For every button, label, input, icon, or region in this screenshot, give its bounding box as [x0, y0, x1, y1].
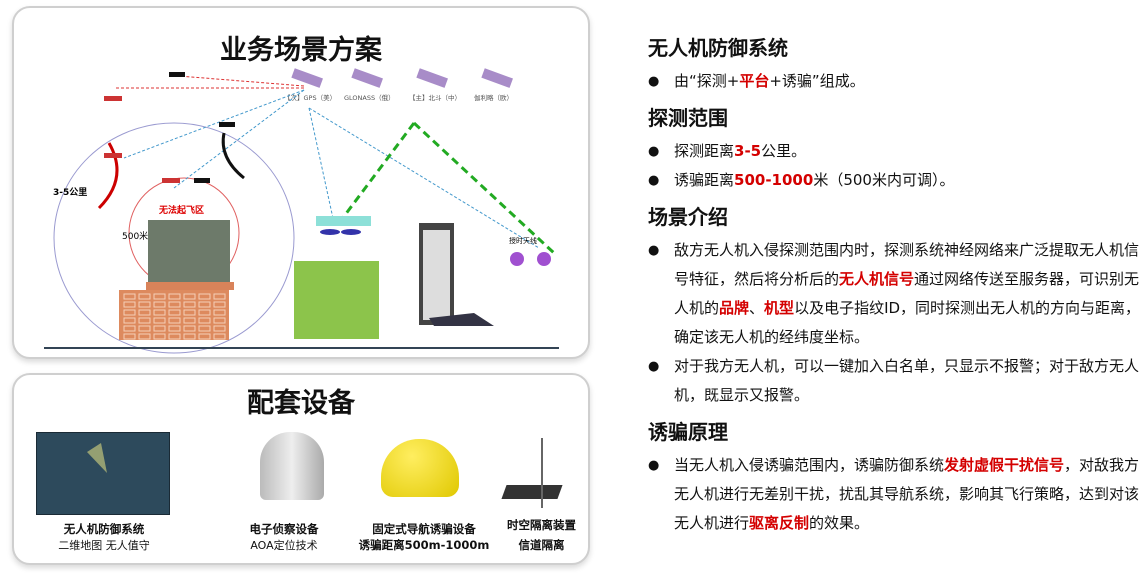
bullet-text: ，对敌我方无人机进行无差别干扰，扰乱其导航系统，影响其飞行策略，达到对该无人机进…	[674, 456, 1140, 532]
equipment-item: 固定式导航诱骗设备诱骗距离500m-1000m	[358, 522, 490, 552]
bullet-item: 诱骗距离500-1000米（500米内可调）。	[648, 166, 1143, 195]
highlight-text: 3-5	[734, 142, 762, 160]
bullet-item: 探测距离3-5公里。	[648, 137, 1143, 166]
spoof-device-image	[381, 439, 459, 497]
satellite-label: 【主】北斗（中）	[409, 93, 461, 102]
highlight-text: 品牌	[719, 299, 750, 317]
equipment-title: 配套设备	[247, 388, 355, 419]
equipment-item: 时空隔离装置信道隔离	[507, 518, 576, 552]
section-heading: 无人机防御系统	[648, 36, 788, 60]
satellite-icon	[351, 68, 383, 88]
scenario-diagram: 【次】GPS（美）GLONASS（俄）【主】北斗（中）伽利略（欧） 3-5公里 …	[44, 68, 559, 354]
bullet-text: 探测距离	[674, 142, 735, 160]
highlight-text: 驱离反制	[749, 514, 810, 532]
bullet-text: 、	[749, 299, 765, 317]
bullet-text: 对于我方无人机，可以一键加入白名单，只显示不报警；对于敌方无人机，既显示又报警。	[674, 357, 1140, 404]
scenario-card: 业务场景方案 【次】GPS（美） GLONASS（俄） 【主】北斗（中） 伽利略（欧）…	[12, 6, 590, 359]
bullet-item: 敌方无人机入侵探测范围内时，探测系统神经网络来广泛提取无人机信号特征，然后将分析…	[648, 236, 1143, 352]
satellite-label: GLONASS（俄）	[344, 93, 395, 102]
range-label: 3-5公里	[53, 187, 87, 198]
satellite-label: 伽利略（欧）	[474, 93, 513, 102]
bullet-item: 由“探测+平台+诱骗”组成。	[648, 67, 1143, 96]
bullet-text: 通过网络传送至服务器，可识别无人机的	[674, 270, 1140, 317]
bullet-text: 的效果。	[809, 514, 870, 532]
bullet-text: 米（500米内可调）。	[813, 171, 955, 189]
satellite-icon	[416, 68, 448, 88]
bullet-text: 由“探测+	[674, 72, 740, 90]
isolation-device-image	[501, 485, 563, 499]
description-panel: 无人机防御系统由“探测+平台+诱骗”组成。探测范围探测距离3-5公里。诱骗距离5…	[648, 26, 1143, 538]
bullet-text: 诱骗距离	[674, 171, 735, 189]
bullet-text: 以及电子指纹ID，同时探测出无人机的方向与距离，确定该无人机的经纬度坐标。	[674, 299, 1141, 346]
inner-range-label: 500米	[122, 230, 148, 242]
highlight-text: 平台	[739, 72, 770, 90]
defense-system-screenshot	[36, 432, 170, 515]
highlight-text: 500-1000	[734, 171, 814, 189]
scenario-title: 业务场景方案	[220, 35, 382, 66]
bullet-text: 敌方无人机入侵探测范围内时，探测系统神经网络来广泛提取无人机信号特征，然后将分析…	[674, 241, 1140, 288]
highlight-text: 无人机信号	[839, 270, 915, 288]
antenna-label: 授时天线	[509, 236, 537, 245]
section-heading: 诱骗原理	[648, 420, 728, 444]
bullet-text: 当无人机入侵诱骗范围内，诱骗防御系统	[674, 456, 945, 474]
section-heading: 探测范围	[648, 106, 728, 130]
satellite-icon	[481, 68, 513, 88]
highlight-text: 发射	[944, 456, 975, 474]
bullet-text: 公里。	[761, 142, 807, 160]
highlight-text: 虚假干扰信号	[974, 456, 1065, 474]
satellite-label: 【次】GPS（美）	[284, 93, 336, 102]
bullet-item: 当无人机入侵诱骗范围内，诱骗防御系统发射虚假干扰信号，对敌我方无人机进行无差别干…	[648, 451, 1143, 538]
section-heading: 场景介绍	[648, 205, 728, 229]
equipment-item: 无人机防御系统二维地图 无人值守	[58, 522, 150, 552]
no-fly-label: 无法起飞区	[158, 204, 204, 216]
recon-device-image	[260, 432, 324, 500]
satellite-icon	[291, 68, 323, 88]
bullet-item: 对于我方无人机，可以一键加入白名单，只显示不报警；对于敌方无人机，既显示又报警。	[648, 352, 1143, 410]
highlight-text: 机型	[764, 299, 795, 317]
bullet-text: +诱骗”组成。	[769, 72, 865, 90]
